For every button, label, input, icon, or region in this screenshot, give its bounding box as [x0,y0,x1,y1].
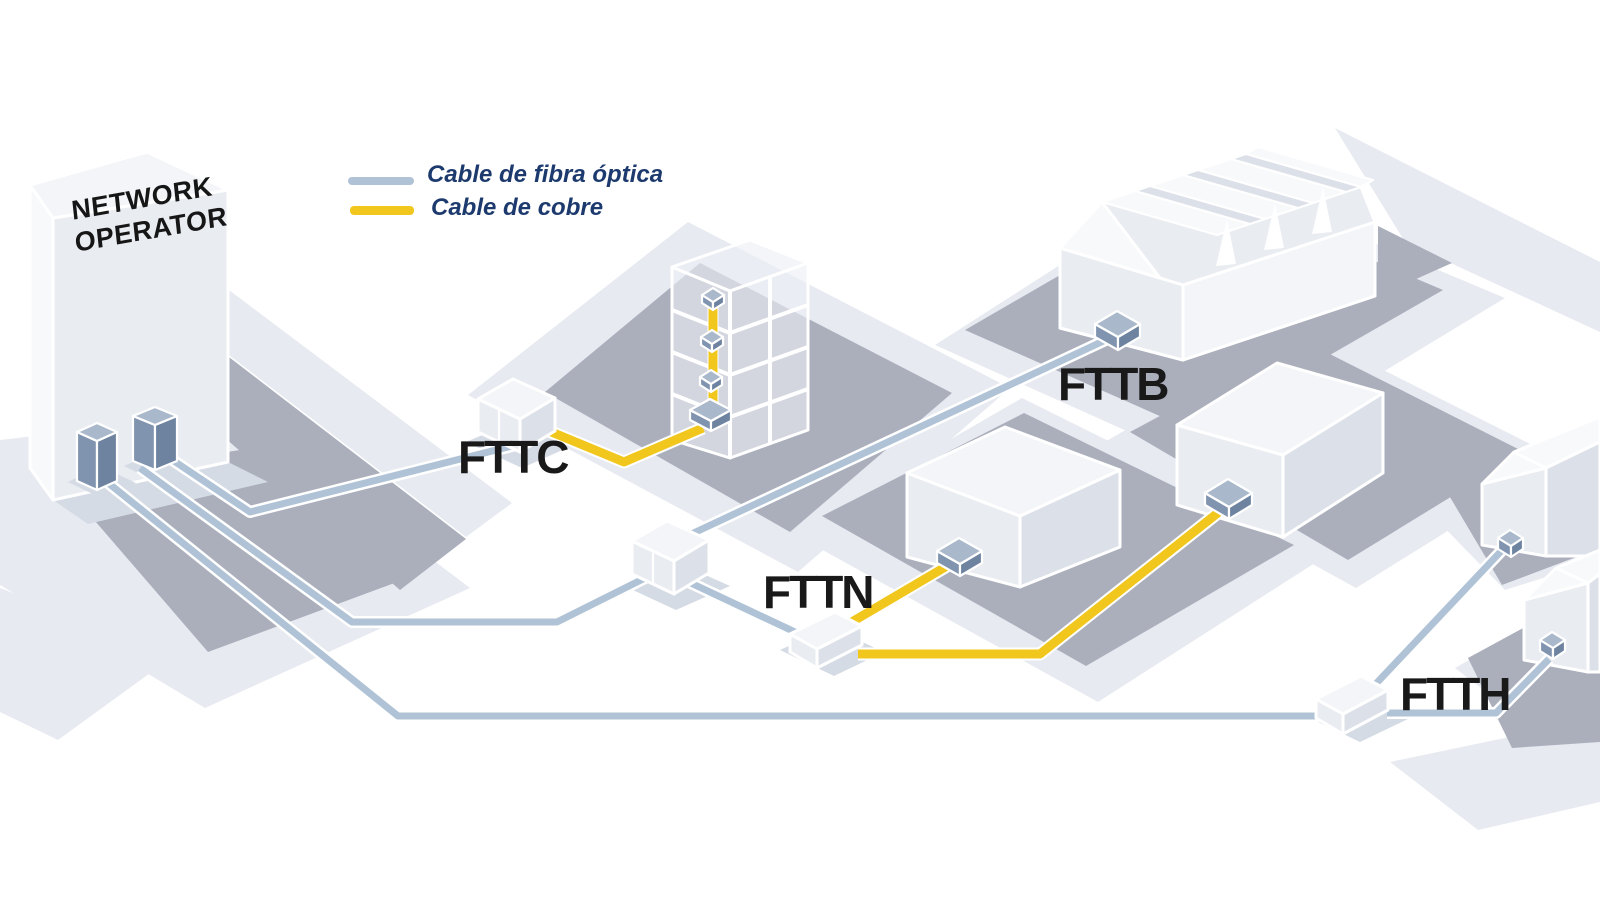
apartment-face [670,238,810,293]
house-roof [1554,548,1600,585]
box-face [699,328,725,346]
fiber-cable-ftth-to-house1 [1368,543,1509,692]
box-face [1203,477,1254,509]
house-wall [1586,572,1600,674]
ground-plot-light [0,588,175,740]
ground-plot-light [1390,718,1600,830]
house2-termination-box [1538,630,1567,661]
fiber-cable-splitter-to-fttn [676,573,814,644]
fiber-splitter-cabinet [630,519,711,596]
fttn-label: FTTN [763,566,875,618]
fiber-cable-operator-to-splitter [137,465,651,626]
copper-cable-fttn-to-warehouse2 [858,504,1227,659]
operator-building-base-strip [53,462,268,524]
operator-cabinet-2 [131,405,179,472]
factory-roof-steep [1133,184,1267,226]
factory-side-wall [1181,220,1377,362]
fiber-cable-operator-to-fttc [163,440,521,516]
fttb-termination-box [1093,309,1142,352]
apartment-floor-box [698,368,724,394]
ground-plot-dark [225,354,466,590]
fiber-cables [98,331,1554,722]
building-face [28,183,55,502]
cabinet-face [476,377,557,421]
ground-plot-light [1335,128,1600,332]
ground-plot-dark [1378,226,1452,296]
factory-roof-notch [1216,219,1236,266]
copper-cable-legend-swatch [350,206,414,215]
fttc-cabinet [476,377,557,454]
fiber-cable-splitter-to-fttb [666,333,1114,549]
box-face [1538,630,1567,650]
copper-cables [529,294,1229,661]
ftth-label: FTTH [1400,668,1512,720]
copper-warehouse-building [1175,361,1385,539]
cabinet-face [1314,674,1390,716]
apartment-floor-box [699,328,725,354]
copper-cable-fttn-to-warehouse1 [842,559,955,630]
building-face [28,150,230,220]
box-face [700,286,726,304]
fttc-label: FTTC [458,431,570,483]
apartment-floor-box [700,286,726,312]
fttc-apartment-building [670,238,810,460]
cabinet-face [131,405,179,427]
box-face [935,536,984,566]
house-roof [1512,415,1600,470]
factory-roof-notch [1264,203,1284,250]
fiber-cable-operator-to-ftth [99,475,1336,720]
apartment-floor-boxes [688,286,733,433]
copper-cable-legend-label: Cable de cobre [431,194,604,221]
fiber-cable-ftth-to-house2 [1387,656,1552,717]
warehouse-face [905,425,1122,518]
cabinet-face [788,610,864,651]
ftth-house-1 [1480,415,1600,558]
warehouse2-termination-box [1203,477,1254,521]
factory-roof-steep [1181,168,1315,210]
warehouse-face [1175,361,1385,457]
fttb-factory-building [1058,145,1377,362]
cabinet-face [75,421,119,443]
operator-cabinet-1 [75,421,119,492]
fiber-cable-legend-label: Cable de fibra óptica [427,161,664,188]
cabinet-face [630,519,711,563]
warehouse1-termination-box [935,536,984,578]
apartment-ground-box [688,397,733,433]
house1-termination-box [1496,528,1525,559]
fttb-label: FTTB [1058,358,1170,410]
ftth-cabinet [1314,674,1390,736]
box-face [1496,528,1525,548]
box-face [688,397,733,423]
fttn-cabinet [788,610,864,670]
fttn-warehouse-building [905,425,1122,589]
copper-cable-fttc-to-apartment [530,419,705,467]
factory-front-gable [1058,200,1162,280]
fiber-cable-legend-swatch [348,177,414,185]
factory-roof-steep [1229,152,1363,194]
factory-roof-notch [1312,187,1332,234]
box-face [698,368,724,386]
box-face [1093,309,1142,339]
ground-plot-light [225,287,512,537]
house-wall [1544,440,1600,558]
